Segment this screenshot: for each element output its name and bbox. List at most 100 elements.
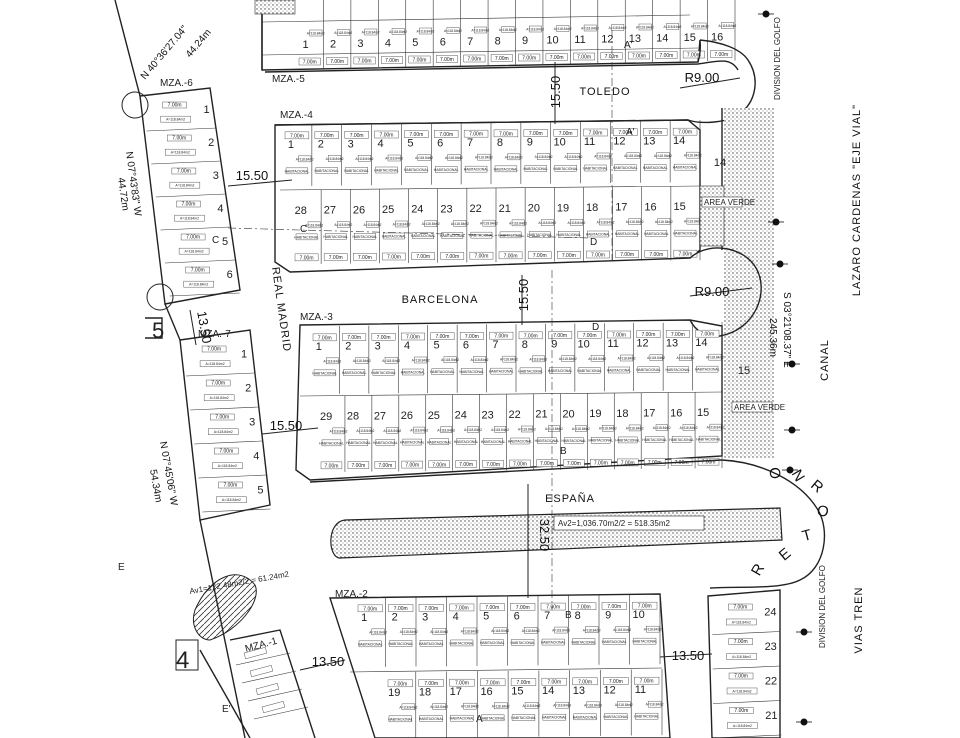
lot-area-label: A=118.84m2	[389, 30, 407, 34]
lot-area-label: A=118.84m2	[441, 358, 459, 362]
lot-number: 25	[428, 410, 440, 422]
lot-area-label: A=118.84m2	[567, 221, 585, 225]
lot-number: 15	[673, 201, 685, 213]
lot-width-label: 7.00m	[459, 462, 473, 468]
lot-width-label: 7.00m	[553, 333, 567, 339]
dim-32-50: 32.50	[537, 519, 552, 552]
mza-1-lot-divider	[247, 688, 303, 702]
lot-use-label: HABITACIONAL	[353, 235, 378, 239]
lot-width-label: 7.00m	[182, 202, 196, 208]
lot-area-label: A=118.84m2	[588, 357, 606, 361]
lot-width-label: 7.00m	[435, 334, 449, 340]
bearing-top: N 40°36'27.04"	[139, 23, 191, 82]
lot-area-label: A=118.84m2	[445, 156, 463, 160]
lot-width-label: 7.00m	[406, 335, 420, 341]
lot-width-label: 7.00m	[207, 347, 221, 353]
lot-area-label: A=118.84m2	[353, 359, 371, 363]
lot-area-label: A=118.84m2	[732, 655, 751, 659]
lot-area-label: A=118.84m2	[584, 703, 602, 707]
lot-area-label: A=118.84m2	[417, 30, 435, 34]
lot-use-label: HABITACIONAL	[632, 640, 657, 644]
lot-area-label: A=118.84m2	[646, 703, 664, 707]
lot-number: 16	[670, 407, 682, 419]
lot-use-label: HABITACIONAL	[542, 716, 567, 720]
lot-use-label: HABITACIONAL	[294, 235, 319, 239]
lot-area-label: A=118.84m2	[583, 628, 601, 632]
lot-width-label: 7.00m	[567, 461, 581, 467]
lot-area-label: A=118.84m2	[522, 629, 540, 633]
block-label-mza-3: MZA.-3	[300, 312, 333, 323]
lot-number: 7	[492, 339, 498, 351]
lot-use-label: HABITACIONAL	[586, 233, 611, 237]
area-label-av2: Av2=1,036.70m2/2 = 518.35m2	[558, 519, 670, 528]
lot-width-label: 7.00m	[211, 381, 225, 387]
lot-width-label: 7.00m	[191, 268, 205, 274]
lot-width-label: 7.00m	[605, 54, 619, 60]
lot-width-label: 7.00m	[413, 58, 427, 64]
lot-use-label: HABITACIONAL	[523, 167, 548, 171]
lot-number: 27	[374, 410, 386, 422]
section-mark-d-2: D	[592, 322, 599, 333]
lot-area-label: A=118.84m2	[732, 620, 751, 624]
lot-number: 4	[253, 450, 259, 462]
lot-use-label: HABITACIONAL	[481, 440, 506, 444]
lot-width-label: 7.00m	[540, 461, 554, 467]
lot-area-label: A=118.84m2	[597, 221, 615, 225]
lot-area-label: A=118.84m2	[166, 118, 185, 122]
lot-width-label: 7.00m	[432, 462, 446, 468]
lot-area-label: A=118.84m2	[171, 151, 190, 155]
lot-number: 10	[554, 136, 566, 148]
block-mza-7: 17.00mA=118.84m227.00mA=118.84m237.00mA=…	[179, 329, 271, 521]
lot-area-label: A=118.84m2	[518, 428, 536, 432]
lot-width-label: 7.00m	[678, 252, 692, 258]
lot-number: 1	[303, 39, 309, 51]
lot-area-label: A=118.84m2	[594, 155, 612, 159]
lot-number: 3	[249, 416, 255, 428]
lot-area-label: A=118.84m2	[654, 154, 672, 158]
lot-number: 19	[388, 687, 400, 699]
lot-width-label: 7.00m	[591, 253, 605, 259]
lot-area-label: A=118.84m2	[718, 24, 736, 28]
lot-use-label: HABITACIONAL	[411, 234, 436, 238]
dim-13-50-bottom-left: 13.50	[312, 654, 345, 669]
lot-width-label: 7.00m	[546, 605, 560, 611]
lot-width-label: 7.00m	[320, 133, 334, 139]
lot-width-label: 7.00m	[455, 681, 469, 687]
lot-area-label: A=118.84m2	[430, 705, 448, 709]
lot-width-label: 7.00m	[547, 680, 561, 686]
lot-width-label: 7.00m	[495, 56, 509, 62]
lot-area-label: A=118.84m2	[581, 27, 599, 31]
lot-number: 21	[765, 710, 777, 722]
lot-use-label: HABITACIONAL	[401, 371, 426, 375]
lot-number: 2	[208, 137, 214, 149]
lot-width-label: 7.00m	[440, 57, 454, 63]
lot-use-label: HABITACIONAL	[669, 438, 694, 442]
label-canal: CANAL	[819, 339, 831, 381]
lot-width-label: 7.00m	[621, 460, 635, 466]
lot-width-label: 7.00m	[393, 681, 407, 687]
lot-area-label: A=118.84m2	[210, 396, 229, 400]
lot-area-label: A=118.84m2	[732, 689, 751, 693]
lot-width-label: 7.00m	[219, 449, 233, 455]
lot-width-label: 7.00m	[594, 461, 608, 467]
lot-number: 24	[764, 607, 776, 619]
lot-width-label: 7.00m	[474, 254, 488, 260]
lot-use-label: HABITACIONAL	[557, 233, 582, 237]
